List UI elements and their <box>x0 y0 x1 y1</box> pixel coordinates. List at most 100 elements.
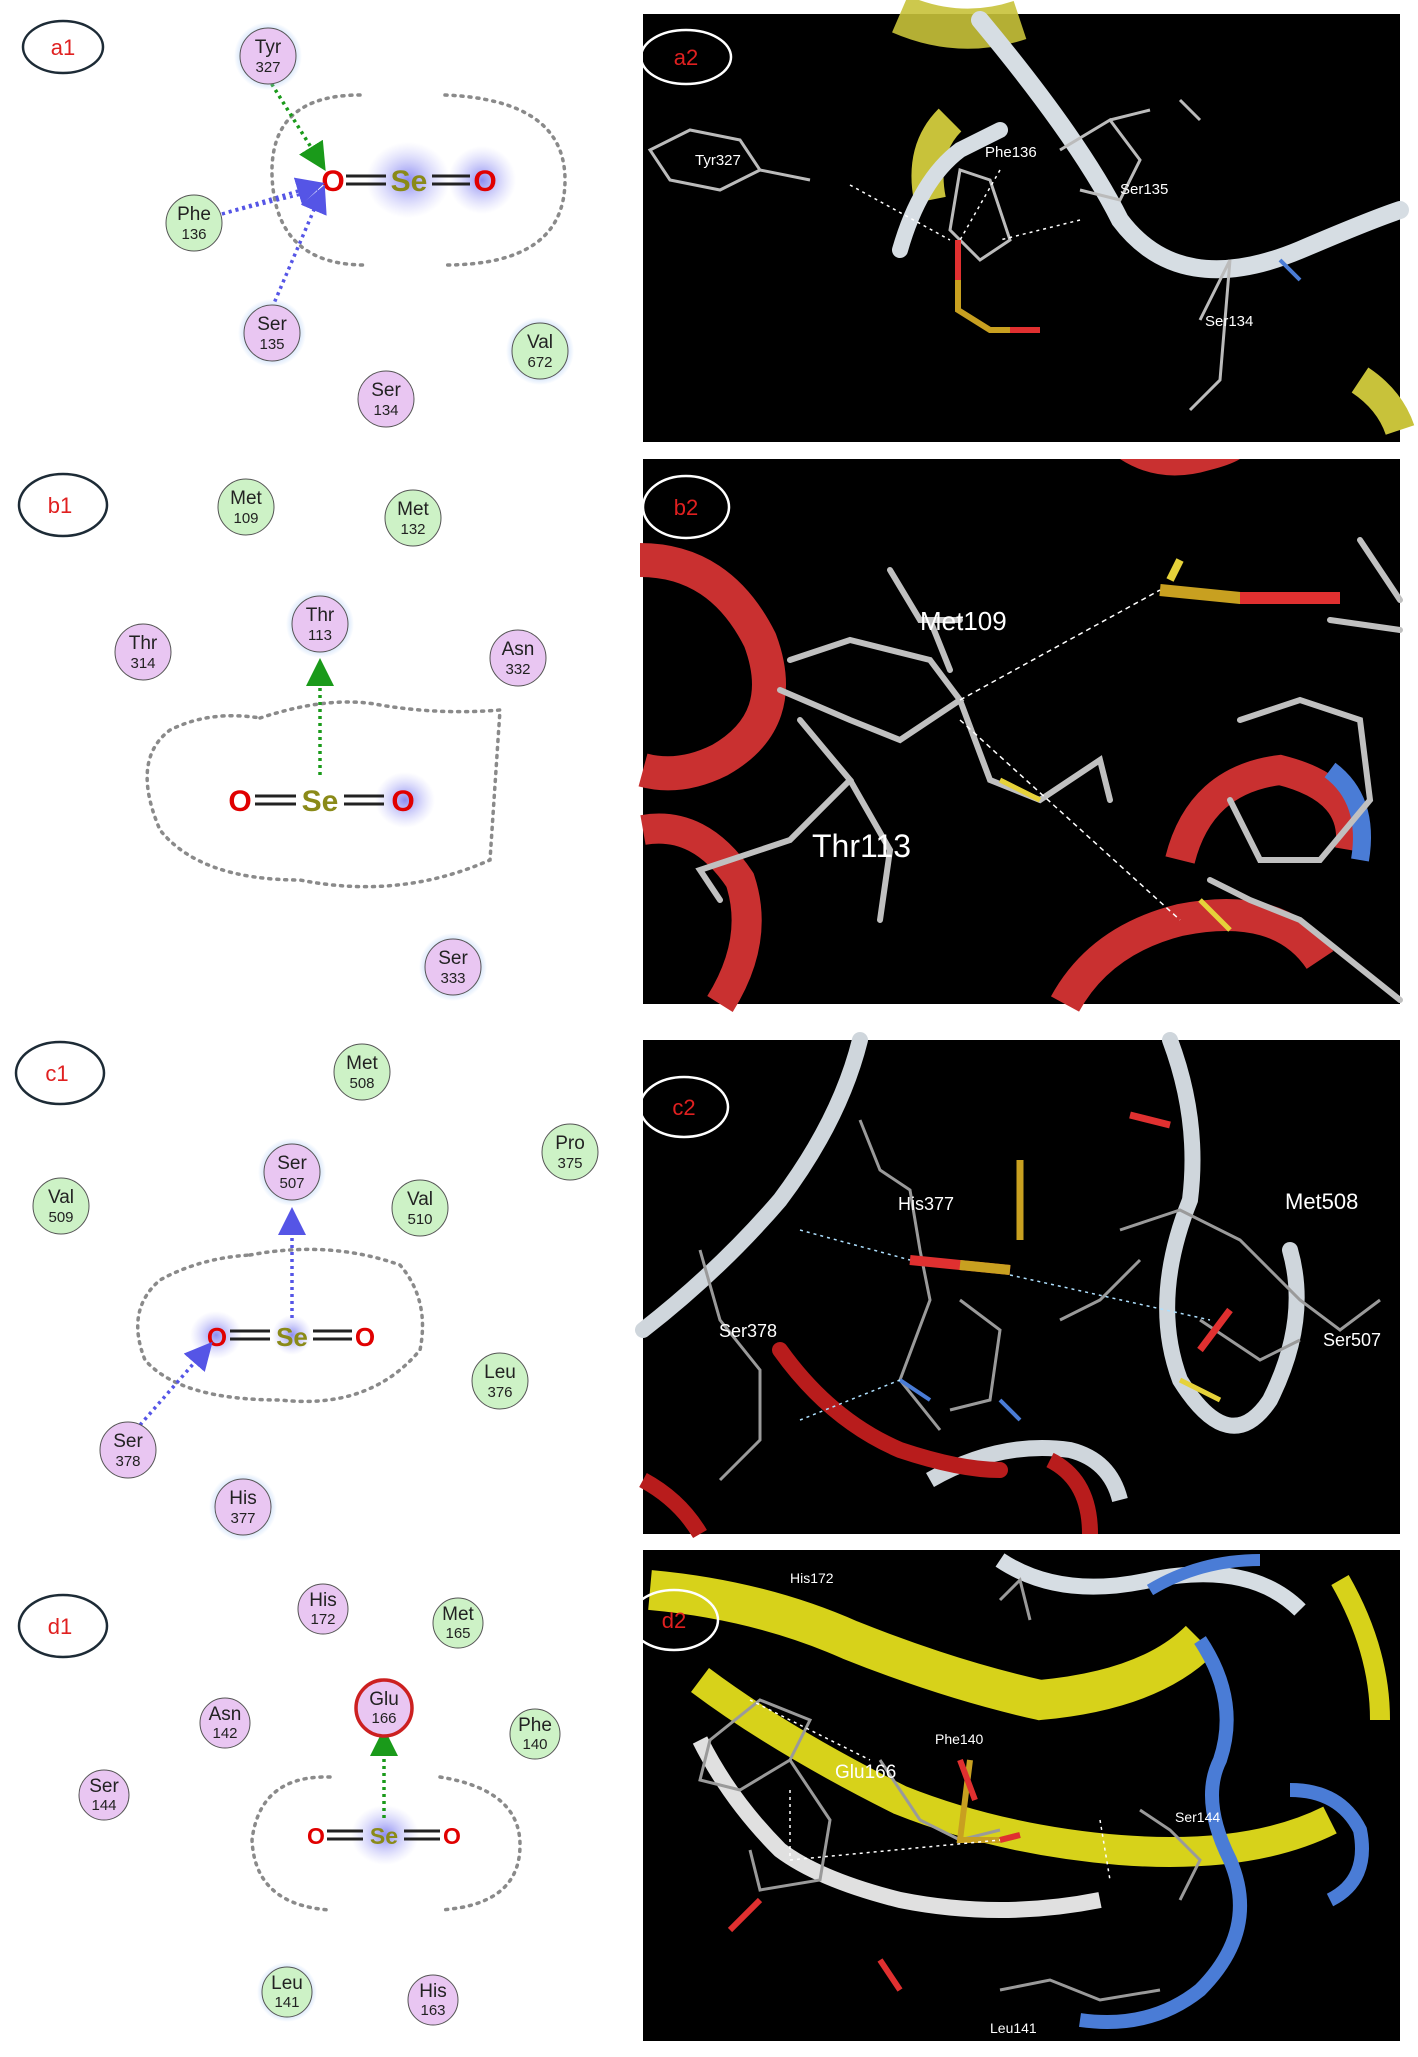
svg-text:Val: Val <box>407 1189 433 1210</box>
panel-d2-3d-view: d2 His172 Phe140 Glu166 Ser144 Leu141 <box>628 1550 1400 2041</box>
panel-tag-circle <box>21 19 105 75</box>
residue-met165: Met 165 <box>432 1597 484 1649</box>
ligand-seo2: O Se O <box>228 785 414 818</box>
residue-label-3d: Ser144 <box>1175 1809 1220 1825</box>
svg-text:140: 140 <box>522 1736 547 1753</box>
svg-text:His: His <box>309 1590 336 1611</box>
svg-text:Ser: Ser <box>257 314 287 335</box>
svg-text:Met: Met <box>442 1604 474 1625</box>
residue-label-3d: Ser135 <box>1120 181 1168 198</box>
residue-thr113: Thr 113 <box>286 590 354 658</box>
svg-text:Tyr: Tyr <box>255 37 282 58</box>
svg-text:333: 333 <box>440 970 465 987</box>
svg-text:109: 109 <box>233 510 258 527</box>
panel-tag: a1 <box>51 35 75 60</box>
solvent-exposure-glow <box>272 1315 312 1355</box>
svg-text:508: 508 <box>349 1075 374 1092</box>
solvent-exposure-glow <box>448 146 516 214</box>
svg-text:Met: Met <box>346 1053 378 1074</box>
svg-text:509: 509 <box>48 1209 73 1226</box>
panel-tag: c2 <box>672 1095 695 1120</box>
solvent-exposure-glow <box>366 142 450 218</box>
panel-c1-interaction-map: c1 O Se O Met 508 Pro 375 Ser <box>14 1040 599 1541</box>
residue-glu166: Glu 166 <box>354 1678 414 1738</box>
svg-text:166: 166 <box>371 1710 396 1727</box>
residue-val672: Val 672 <box>506 317 574 385</box>
residue-label-3d: His377 <box>898 1194 954 1214</box>
svg-text:142: 142 <box>212 1725 237 1742</box>
svg-text:Asn: Asn <box>209 1704 242 1725</box>
residue-label-3d: Thr113 <box>812 828 911 864</box>
residue-tyr327: Tyr 327 <box>234 22 302 90</box>
svg-text:332: 332 <box>505 661 530 678</box>
svg-text:672: 672 <box>527 354 552 371</box>
svg-text:172: 172 <box>310 1611 335 1628</box>
svg-text:134: 134 <box>373 402 398 419</box>
svg-text:Phe: Phe <box>177 204 211 225</box>
selenium-atom: Se <box>391 165 428 198</box>
svg-text:Ser: Ser <box>89 1776 119 1797</box>
residue-label-3d: Ser378 <box>719 1321 777 1341</box>
residue-ser378: Ser 378 <box>99 1421 157 1479</box>
residue-label-3d: Tyr327 <box>695 152 741 169</box>
svg-text:132: 132 <box>400 521 425 538</box>
svg-text:113: 113 <box>308 627 332 644</box>
solvent-exposure-glow <box>375 772 435 828</box>
residue-ser333: Ser 333 <box>419 933 487 1001</box>
ligand-seo2: O Se O <box>207 1322 375 1352</box>
binding-pocket-outline <box>438 1775 522 1912</box>
residue-phe136: Phe 136 <box>165 194 223 252</box>
svg-text:327: 327 <box>255 59 280 76</box>
solvent-exposure-glow <box>351 1805 419 1865</box>
svg-text:136: 136 <box>181 226 206 243</box>
ligand-seo2: O Se O <box>321 165 496 198</box>
svg-text:Phe: Phe <box>518 1715 552 1736</box>
panel-tag: b2 <box>674 495 698 520</box>
svg-text:Leu: Leu <box>271 1973 303 1994</box>
residue-label-3d: Met109 <box>920 606 1007 636</box>
svg-text:Ser: Ser <box>113 1431 143 1452</box>
residue-val510: Val 510 <box>391 1179 449 1237</box>
svg-text:165: 165 <box>445 1625 470 1642</box>
oxygen-atom: O <box>321 165 344 198</box>
svg-text:His: His <box>229 1488 256 1509</box>
svg-text:163: 163 <box>420 2002 445 2019</box>
residue-met508: Met 508 <box>333 1043 391 1101</box>
panel-a1-interaction-map: a1 O Se O Tyr 327 Phe 136 <box>21 19 574 428</box>
svg-text:O: O <box>307 1823 325 1849</box>
residue-ser134: Ser 134 <box>357 370 415 428</box>
hbond-backbone <box>138 1341 213 1427</box>
svg-text:510: 510 <box>407 1211 432 1228</box>
panel-d1-interaction-map: d1 O Se O His 172 Met 165 Glu 166 <box>17 1583 561 2026</box>
residue-label-3d: Ser507 <box>1323 1330 1381 1350</box>
panel-a2-3d-view: a2 Tyr327 Phe136 Ser135 Ser134 <box>639 0 1415 442</box>
residue-label-3d: Leu141 <box>990 2020 1037 2036</box>
residue-his377: His 377 <box>209 1473 277 1541</box>
panel-b1-interaction-map: b1 O Se O Met 109 Met 132 Thr 314 <box>17 472 547 1001</box>
residue-asn332: Asn 332 <box>489 629 547 687</box>
svg-text:Se: Se <box>276 1322 308 1352</box>
residue-his172: His 172 <box>297 1583 349 1635</box>
residue-met132: Met 132 <box>384 489 442 547</box>
svg-text:141: 141 <box>274 1994 299 2011</box>
binding-pocket-outline <box>145 700 502 889</box>
panel-tag: c1 <box>45 1061 68 1086</box>
svg-text:Thr: Thr <box>129 633 158 654</box>
svg-text:Asn: Asn <box>502 639 535 660</box>
residue-his163: His 163 <box>407 1974 459 2026</box>
residue-ser144: Ser 144 <box>78 1769 130 1821</box>
svg-text:135: 135 <box>259 336 284 353</box>
svg-text:O: O <box>355 1322 375 1352</box>
panel-tag: b1 <box>48 493 72 518</box>
svg-text:Met: Met <box>397 499 429 520</box>
hbond-backbone <box>270 184 327 309</box>
panel-tag: a2 <box>674 45 698 70</box>
svg-text:Se: Se <box>302 785 339 818</box>
binding-pocket-outline <box>443 93 567 267</box>
svg-text:507: 507 <box>279 1175 304 1192</box>
svg-text:Leu: Leu <box>484 1362 516 1383</box>
svg-text:O: O <box>207 1322 227 1352</box>
svg-text:Ser: Ser <box>371 380 401 401</box>
residue-ser135: Ser 135 <box>238 299 306 367</box>
